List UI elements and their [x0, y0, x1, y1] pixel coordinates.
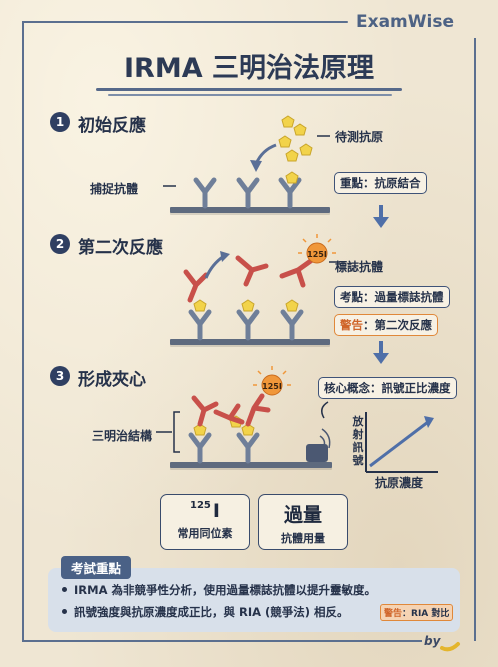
- exam-bullet-2: 訊號強度與抗原濃度成正比，與 RIA (競爭法) 相反。: [62, 604, 349, 620]
- byline: by: [424, 634, 441, 648]
- banana-icon: [440, 642, 460, 652]
- step-2-number: 2: [50, 234, 70, 254]
- antibody-amount-caption: 抗體用量: [281, 532, 325, 545]
- detector-signal-waves: [319, 428, 331, 449]
- y-axis-label: 放射訊號: [352, 415, 364, 467]
- isotope-marker-step2: [306, 242, 328, 264]
- sandwich-structure-label: 三明治結構: [92, 429, 153, 443]
- step-3-number: 3: [50, 366, 70, 386]
- title-underline-secondary: [108, 94, 392, 96]
- warning-text: ：第二次反應: [363, 318, 432, 332]
- flow-arrowhead-2: [373, 353, 389, 364]
- free-antigens: [278, 115, 313, 162]
- labeled-antibody-arrow: [204, 254, 225, 279]
- plate-step-1: [170, 207, 330, 213]
- step-1-number: 1: [50, 112, 70, 132]
- antigen-drop-arrowhead: [250, 160, 262, 172]
- exam-bullet-1: IRMA 為非競爭性分析，使用過量標誌抗體以提升靈敏度。: [62, 582, 376, 598]
- graph-signal-arrowhead: [424, 416, 434, 428]
- graph-signal-line: [369, 420, 429, 468]
- ria-compare-tag: 警告：RIA 對比: [380, 604, 454, 621]
- warning-tag: 警告：第二次反應: [334, 314, 438, 336]
- plate-step-2: [170, 339, 330, 345]
- concept-pointer: [321, 401, 329, 419]
- brand-name: ExamWise: [356, 12, 454, 32]
- isotope-text-step3: 125I: [262, 382, 282, 391]
- plate-step-3: [170, 462, 332, 468]
- frame-top-line: [22, 21, 348, 23]
- detector-device: [306, 444, 328, 462]
- exam-focus-heading: 考試重點: [61, 556, 132, 579]
- labeled-antibody-label: 標誌抗體: [335, 260, 384, 274]
- core-concept-tag: 核心概念：訊號正比濃度: [318, 377, 457, 399]
- exam-point-tag: 考點：過量標誌抗體: [334, 286, 450, 308]
- step-3-title: 形成夾心: [78, 370, 146, 390]
- isotope-text-step2: 125I: [307, 250, 327, 259]
- title-underline: [96, 88, 402, 91]
- frame-left-line: [22, 21, 24, 641]
- capture-antibody-label: 捕捉抗體: [90, 182, 139, 196]
- antibody-amount-value: 過量: [283, 504, 322, 526]
- frame-bottom-line: [22, 640, 422, 642]
- step1-capture-antibodies: [196, 171, 299, 206]
- warning-prefix: 警告: [340, 318, 363, 332]
- step2-labeled-antibodies: [183, 255, 315, 303]
- sandwich-bracket: [173, 411, 180, 453]
- isotope-rays-step2: [298, 234, 336, 254]
- flow-arrowhead-1: [373, 217, 389, 228]
- step2-capture-antibodies: [191, 299, 301, 338]
- x-axis-label: 抗原濃度: [375, 476, 424, 490]
- labeled-antibody-arrowhead: [220, 251, 230, 262]
- page-title: IRMA 三明治法原理: [123, 53, 374, 84]
- isotope-marker-step3: [261, 374, 283, 396]
- step-2-title: 第二次反應: [78, 238, 163, 258]
- frame-right-line: [474, 38, 476, 641]
- isotope-card-caption: 常用同位素: [177, 527, 233, 540]
- key-point-tag: 重點：抗原結合: [334, 172, 427, 194]
- step3-sandwich: [191, 393, 271, 461]
- antigen-label: 待測抗原: [335, 130, 384, 144]
- isotope-rays-step3: [253, 366, 291, 386]
- step-1-title: 初始反應: [78, 116, 146, 136]
- antibody-amount-card: 過量 抗體用量: [258, 494, 348, 550]
